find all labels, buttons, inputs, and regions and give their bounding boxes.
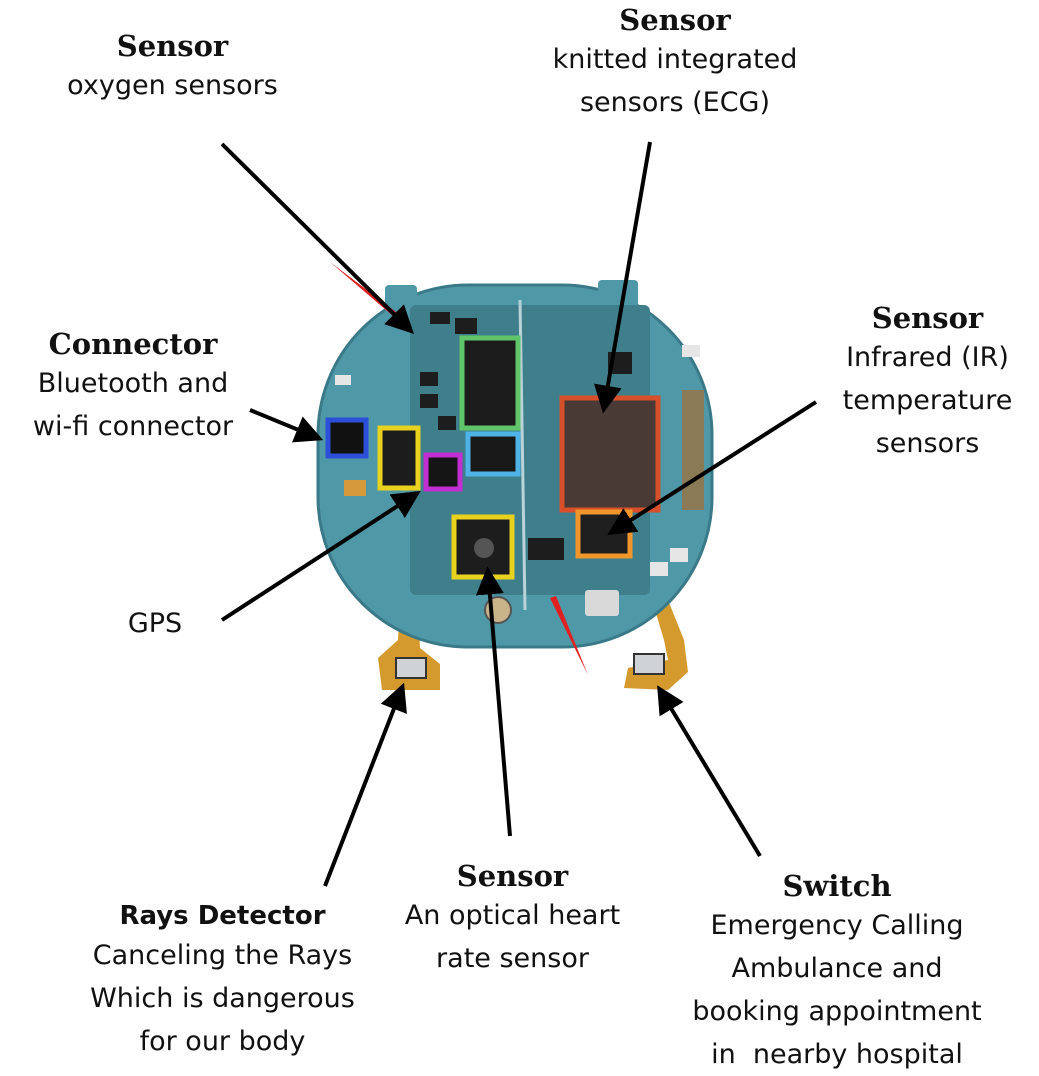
label-connector: Connector Bluetooth and wi-fi connector [8, 326, 258, 448]
heart-rate-chip [454, 517, 512, 577]
right-connector-strip [682, 390, 704, 510]
label-oxygen-sensor: Sensor oxygen sensors [40, 28, 305, 107]
ecg-chip [462, 338, 518, 428]
label-switch-line-2: Ambulance and [664, 947, 1010, 990]
label-infrared-line-2: temperature [820, 379, 1035, 422]
label-oxygen-title: Sensor [40, 28, 305, 64]
smd-part [430, 312, 450, 324]
small-chip-blue [468, 434, 518, 474]
arrow-connector [250, 410, 318, 438]
label-switch-title: Switch [664, 868, 1010, 904]
smd-part [420, 394, 438, 408]
smd-part [344, 480, 366, 496]
label-switch-line-4: in nearby hospital [664, 1033, 1010, 1076]
main-processor [562, 398, 658, 510]
label-heart-title: Sensor [380, 858, 645, 894]
label-rays-line-1: Canceling the Rays [60, 934, 385, 977]
label-gps: GPS [100, 602, 210, 645]
arrow-oxygen-sensor [222, 144, 410, 330]
label-connector-title: Connector [8, 326, 258, 362]
bottom-component [585, 590, 619, 616]
label-rays-line-3: for our body [60, 1020, 385, 1063]
label-heart-rate-sensor: Sensor An optical heart rate sensor [380, 858, 645, 980]
smd-part [455, 318, 477, 334]
smd-part [528, 538, 564, 560]
label-switch: Switch Emergency Calling Ambulance and b… [664, 868, 1010, 1076]
right-button-switch [634, 654, 664, 674]
smd-part [682, 345, 700, 357]
label-switch-line-1: Emergency Calling [664, 904, 1010, 947]
label-infrared-line-3: sensors [820, 422, 1035, 465]
label-ecg-sensor: Sensor knitted integrated sensors (ECG) [510, 2, 840, 124]
bluetooth-wifi-chip [328, 420, 366, 456]
infrared-chip [578, 512, 630, 556]
label-connector-line-2: wi-fi connector [8, 405, 258, 448]
left-button-switch [396, 658, 426, 678]
label-heart-line-2: rate sensor [380, 937, 645, 980]
smd-part [438, 416, 456, 430]
label-rays-detector: Rays Detector Canceling the Rays Which i… [60, 898, 385, 1063]
label-ecg-line-2: sensors (ECG) [510, 81, 840, 124]
gps-chip [380, 428, 418, 488]
label-rays-title: Rays Detector [60, 898, 385, 934]
label-heart-line-1: An optical heart [380, 894, 645, 937]
label-connector-line-1: Bluetooth and [8, 362, 258, 405]
label-ecg-title: Sensor [510, 2, 840, 38]
smd-part [650, 562, 668, 576]
label-infrared-line-1: Infrared (IR) [820, 336, 1035, 379]
smd-part [335, 375, 351, 385]
smd-part [420, 372, 438, 386]
label-rays-line-2: Which is dangerous [60, 977, 385, 1020]
label-infrared-title: Sensor [820, 300, 1035, 336]
arrow-switch [660, 690, 760, 856]
small-chip-magenta [426, 455, 460, 489]
label-switch-line-3: booking appointment [664, 990, 1010, 1033]
label-infrared-sensor: Sensor Infrared (IR) temperature sensors [820, 300, 1035, 465]
arrow-rays-detector [325, 688, 402, 886]
smd-part [670, 548, 688, 562]
label-oxygen-line-1: oxygen sensors [40, 64, 305, 107]
label-ecg-line-1: knitted integrated [510, 38, 840, 81]
label-gps-line-1: GPS [100, 602, 210, 645]
